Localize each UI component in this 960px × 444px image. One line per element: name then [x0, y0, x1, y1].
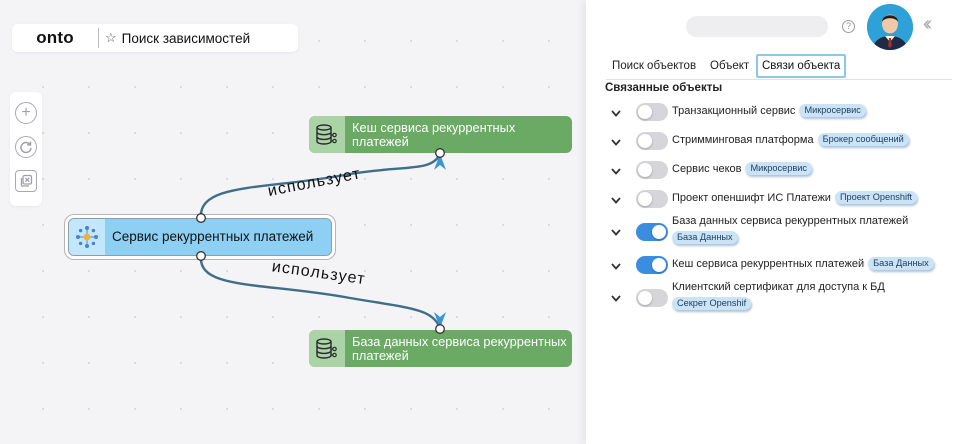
node-service[interactable]: Сервис рекуррентных платежей [65, 215, 335, 259]
port-db-top[interactable] [435, 324, 445, 334]
object-name: Проект опеншифт ИС Платежи [672, 192, 831, 204]
panel-search-input[interactable] [686, 16, 828, 37]
object-name: Кеш сервиса рекуррентных платежей [672, 258, 865, 270]
type-badge: Брокер сообщений [817, 133, 909, 146]
topbar-divider [98, 28, 99, 48]
chevron-down-icon[interactable] [610, 107, 622, 119]
object-name: Стримминговая платформа [672, 134, 814, 146]
type-badge: База Данных [868, 257, 934, 270]
database-icon [309, 330, 345, 367]
type-badge: Микросервис [745, 162, 812, 175]
link-toggle[interactable] [636, 103, 668, 121]
service-icon [69, 219, 105, 255]
object-name: Сервис чеков [672, 163, 742, 175]
link-toggle[interactable] [636, 132, 668, 150]
chevron-down-icon[interactable] [610, 260, 622, 272]
chevron-down-icon[interactable] [610, 136, 622, 148]
collapse-panel-icon[interactable]: ‹‹ [923, 13, 933, 35]
type-badge: База Данных [672, 231, 738, 244]
canvas-toolbar: + [10, 92, 42, 206]
zoom-in-icon[interactable]: + [15, 102, 37, 124]
tab-object-search[interactable]: Поиск объектов [612, 60, 697, 72]
top-bar: onto ☆ Поиск зависимостей [12, 24, 298, 52]
link-toggle[interactable] [636, 223, 668, 241]
port-service-top[interactable] [196, 213, 206, 223]
node-ports [196, 148, 445, 334]
link-toggle[interactable] [636, 190, 668, 208]
edge-service-to-cache[interactable] [199, 153, 442, 219]
details-panel: ? ‹‹ Поиск объектов Объект Связи объекта… [586, 0, 960, 444]
port-service-bottom[interactable] [196, 251, 206, 261]
database-icon [309, 116, 345, 153]
node-cache-label: Кеш сервиса рекуррентных платежей [352, 119, 516, 149]
graph-canvas[interactable]: onto ☆ Поиск зависимостей + использует и… [0, 0, 586, 444]
type-badge: Проект Openshift [834, 191, 918, 204]
chevron-down-icon[interactable] [610, 165, 622, 177]
node-database[interactable]: База данных сервиса рекуррентных платеже… [309, 330, 572, 367]
search-dependencies-title[interactable]: Поиск зависимостей [121, 30, 251, 46]
chevron-down-icon[interactable] [610, 292, 622, 304]
chevron-down-icon[interactable] [610, 226, 622, 238]
clear-selection-icon[interactable] [15, 170, 37, 192]
type-badge: Секрет Openshif [672, 297, 752, 310]
app-logo[interactable]: onto [36, 28, 74, 47]
star-icon[interactable]: ☆ [105, 30, 117, 45]
node-database-label: База данных сервиса рекуррентных платеже… [352, 333, 567, 363]
reset-icon[interactable] [15, 136, 37, 158]
node-service-label: Сервис рекуррентных платежей [112, 229, 314, 244]
object-name: Клиентский сертификат для доступа к БД [672, 281, 885, 293]
node-cache[interactable]: Кеш сервиса рекуррентных платежей [309, 116, 572, 153]
object-name: Транзакционный сервис [672, 105, 796, 117]
type-badge: Микросервис [799, 104, 866, 117]
chevron-down-icon[interactable] [610, 194, 622, 206]
port-cache-bottom[interactable] [435, 148, 445, 158]
edge-arrow-cache [434, 154, 446, 170]
object-name: База данных сервиса рекуррентных платеже… [672, 215, 909, 227]
edge-arrow-db [434, 312, 446, 328]
section-title: Связанные объекты [605, 82, 723, 94]
user-avatar[interactable] [867, 4, 913, 50]
panel-tabs: Поиск объектов Объект Связи объекта [606, 54, 952, 80]
help-icon[interactable]: ? [842, 20, 855, 33]
tab-object-links[interactable]: Связи объекта [756, 54, 847, 78]
tab-object[interactable]: Объект [710, 60, 750, 72]
link-toggle[interactable] [636, 256, 668, 274]
graph-edges: использует использует [199, 153, 446, 329]
edge-service-to-db[interactable] [199, 255, 442, 329]
link-toggle[interactable] [636, 289, 668, 307]
link-toggle[interactable] [636, 161, 668, 179]
